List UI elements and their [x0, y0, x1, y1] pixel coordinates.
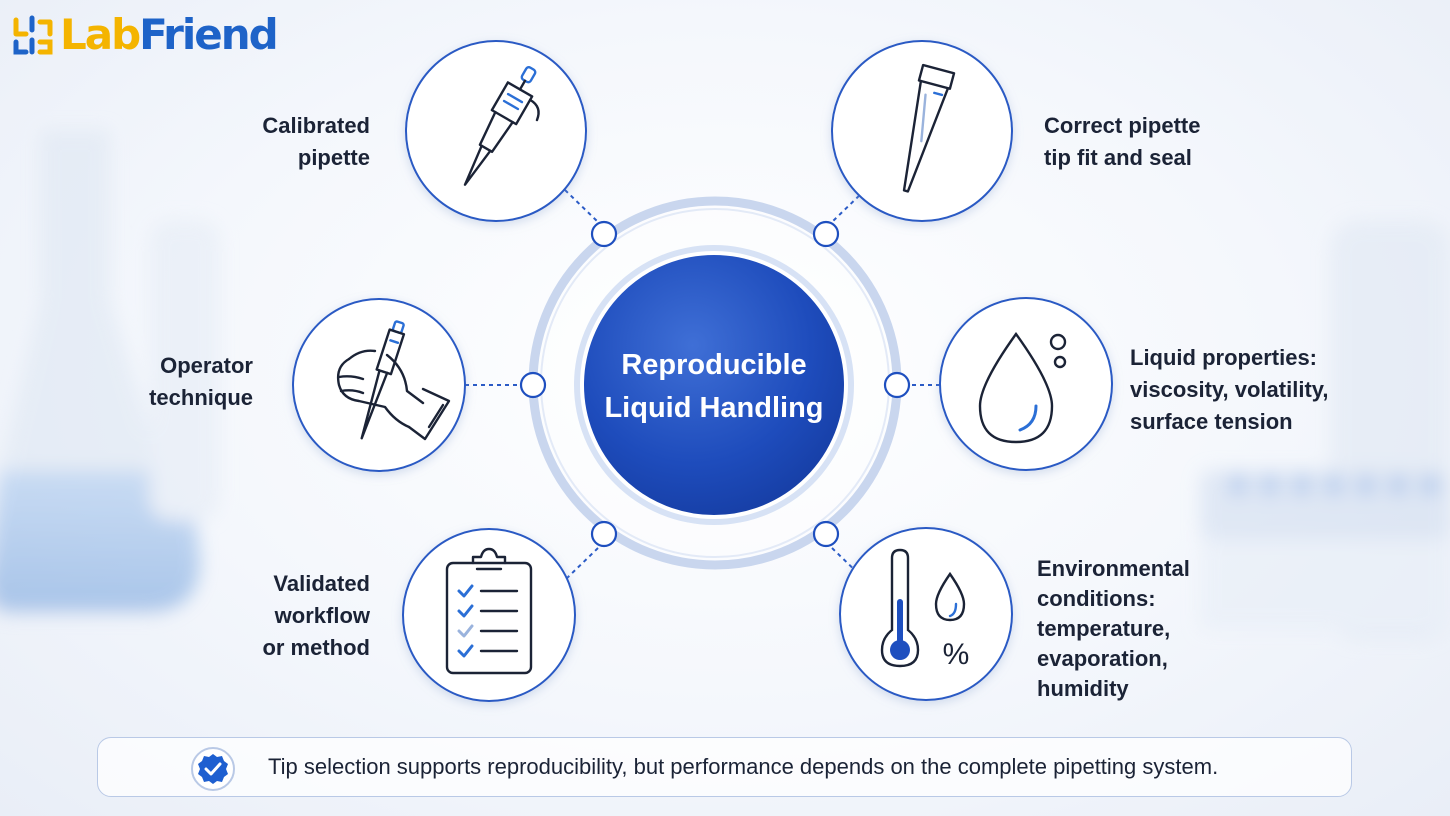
node-circle-operator-technique — [292, 298, 466, 472]
node-circle-calibrated-pipette — [405, 40, 587, 222]
ring-node-mid-right — [883, 371, 911, 399]
ring-node-top-left — [590, 220, 618, 248]
center-disk — [580, 251, 848, 519]
label-liquid-properties: Liquid properties: viscosity, volatility… — [1130, 345, 1329, 434]
logo-text-friend: Friend — [139, 10, 279, 59]
connector-bottom-left — [564, 547, 599, 581]
center-title: Reproducible Liquid Handling — [604, 349, 824, 424]
node-circle-liquid-properties — [939, 297, 1113, 471]
connector-top-left — [564, 189, 599, 223]
note-bar: Tip selection supports reproducibility, … — [97, 737, 1352, 797]
pipette-tip-icon — [902, 63, 956, 193]
label-calibrated-pipette: Calibrated pipette — [262, 113, 370, 170]
check-badge-icon — [191, 747, 235, 791]
thermometer-humidity-icon — [880, 548, 966, 668]
percent-symbol: % — [943, 638, 970, 671]
node-circle-environmental-conditions — [839, 527, 1013, 701]
label-operator-technique: Operator technique — [149, 353, 253, 410]
pipette-icon — [463, 66, 540, 186]
ring-node-top-right — [812, 220, 840, 248]
checklist-clipboard-icon — [445, 547, 533, 675]
ring-node-mid-left — [519, 371, 547, 399]
connector-lines — [465, 189, 942, 581]
label-environmental-conditions: Environmental conditions: temperature, e… — [1037, 556, 1190, 701]
ring-node-bottom-left — [590, 520, 618, 548]
ring-node-bottom-right — [812, 520, 840, 548]
label-validated-workflow: Validated workflow or method — [262, 571, 370, 660]
liquid-drop-icon — [978, 331, 1067, 444]
label-pipette-tip-fit: Correct pipette tip fit and seal — [1044, 113, 1201, 170]
gloved-hand-pipette-icon — [336, 320, 451, 441]
logo-mark-icon — [13, 15, 53, 55]
labfriend-logo: LabFriend — [10, 8, 279, 62]
node-circle-validated-workflow — [402, 528, 576, 702]
note-text: Tip selection supports reproducibility, … — [268, 754, 1219, 779]
logo-text-lab: Lab — [60, 10, 141, 59]
